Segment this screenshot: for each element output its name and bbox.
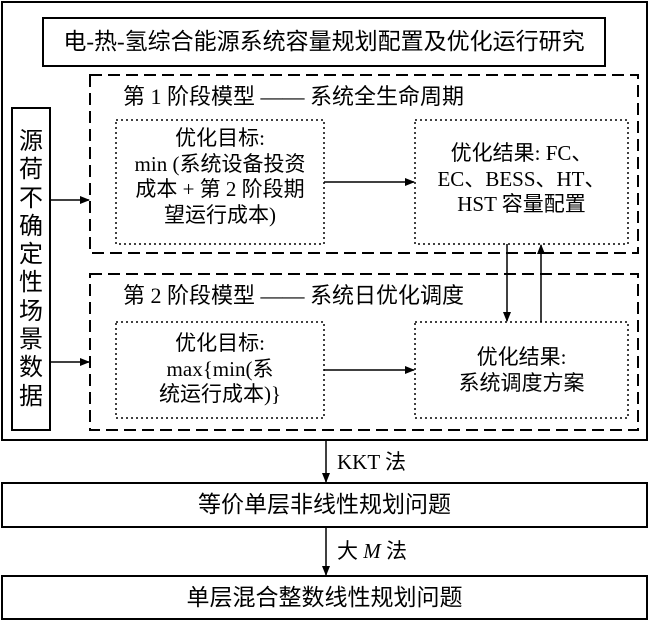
outer-frame	[1, 1, 648, 441]
stage1-objective-title: 优化目标:	[175, 126, 265, 150]
stage1-result: 优化结果: FC、 EC、BESS、HT、 HST 容量配置	[415, 141, 628, 218]
equivalent-problem-box	[1, 482, 648, 528]
title-box	[42, 17, 606, 67]
stage1-objective-line: 望运行成本)	[164, 202, 276, 227]
uncertainty-label: 源荷不确定性场景数据	[19, 129, 43, 410]
stage1-objective-line: 成本 + 第 2 阶段期	[135, 177, 305, 201]
stage2-result-box	[414, 321, 629, 419]
stage2-objective-title: 优化目标:	[175, 331, 265, 355]
stage1-result-line: HST 容量配置	[457, 192, 586, 216]
big-m-prefix: 大	[337, 539, 364, 563]
stage1-header: 第 1 阶段模型 —— 系统全生命周期	[123, 84, 465, 109]
kkt-method-label: KKT 法	[337, 450, 407, 474]
big-m-suffix: 法	[380, 539, 407, 563]
equivalent-problem-label: 等价单层非线性规划问题	[198, 492, 451, 517]
stage1-result-line: 优化结果: FC、	[450, 141, 593, 165]
big-m-variable: M	[363, 539, 381, 563]
stage2-box	[89, 273, 639, 431]
stage2-objective-line: 统运行成本)}	[158, 382, 282, 406]
stage2-header: 第 2 阶段模型 —— 系统日优化调度	[123, 283, 465, 308]
big-m-method-label: 大 M 法	[337, 539, 407, 563]
stage2-objective-line: max{min(系	[166, 356, 274, 381]
stage2-result: 优化结果: 系统调度方案	[415, 345, 628, 396]
stage1-objective: 优化目标: min (系统设备投资 成本 + 第 2 阶段期 望运行成本)	[116, 126, 324, 228]
stage2-result-line: 系统调度方案	[458, 370, 585, 395]
stage2-objective: 优化目标: max{min(系 统运行成本)}	[116, 331, 324, 408]
main-title: 电-热-氢综合能源系统容量规划配置及优化运行研究	[63, 29, 585, 54]
stage2-result-line: 优化结果:	[476, 345, 567, 369]
stage1-box	[89, 74, 639, 254]
final-problem-label: 单层混合整数线性规划问题	[186, 585, 463, 610]
final-problem-box	[1, 575, 648, 620]
stage1-result-line: EC、BESS、HT、	[437, 166, 606, 191]
stage1-objective-line: min (系统设备投资	[134, 151, 306, 176]
stage1-result-box	[414, 119, 629, 245]
uncertainty-box	[11, 107, 51, 431]
